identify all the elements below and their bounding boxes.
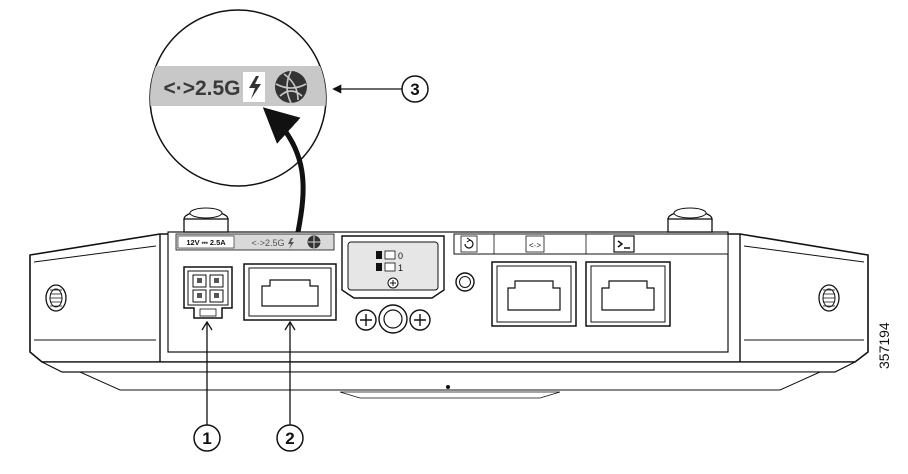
- port-label-strip: 12V ⎓ 2.5A <·>2.5G <·>: [175, 233, 729, 255]
- ethernet-port-2-5g: [243, 263, 337, 321]
- console-port: [585, 261, 671, 327]
- led-panel: 0 1: [341, 235, 445, 299]
- lightning-bolt-icon: [288, 238, 294, 249]
- ethernet-link-icon: <·>: [529, 241, 541, 250]
- callout-1-number: 1: [202, 429, 211, 448]
- callout-2-number: 2: [285, 429, 294, 448]
- callout-3-number: 3: [410, 80, 419, 99]
- zoom-arrow: [262, 107, 306, 233]
- power-rating-label: 12V ⎓ 2.5A: [186, 238, 226, 247]
- callout-2: 2: [276, 424, 304, 452]
- callout-3: 3: [401, 75, 429, 103]
- console-prompt-icon: [617, 240, 630, 249]
- screw-left: [355, 309, 377, 331]
- led-label-0: 0: [398, 251, 403, 261]
- device-body: [29, 231, 869, 399]
- reset-icon: [464, 239, 474, 249]
- screw-right: [409, 309, 431, 331]
- port-speed-label-zoom: <·>2.5G: [163, 77, 240, 100]
- globe-network-icon-zoom: [275, 70, 307, 104]
- lightning-bolt-icon-zoom: [249, 76, 261, 99]
- power-connector: [183, 266, 233, 319]
- port-speed-label-small: <·>2.5G: [251, 238, 284, 248]
- figure-id: 357194: [876, 322, 892, 369]
- reset-button: [455, 272, 475, 292]
- top-knob-left: [183, 207, 229, 233]
- ethernet-port-right: [491, 261, 577, 327]
- side-fitting-right: [818, 284, 840, 312]
- led-label-1: 1: [398, 263, 403, 273]
- callout-1: 1: [193, 424, 221, 452]
- center-hole: [378, 304, 408, 334]
- top-knob-right: [667, 207, 713, 233]
- side-fitting-left: [45, 284, 67, 312]
